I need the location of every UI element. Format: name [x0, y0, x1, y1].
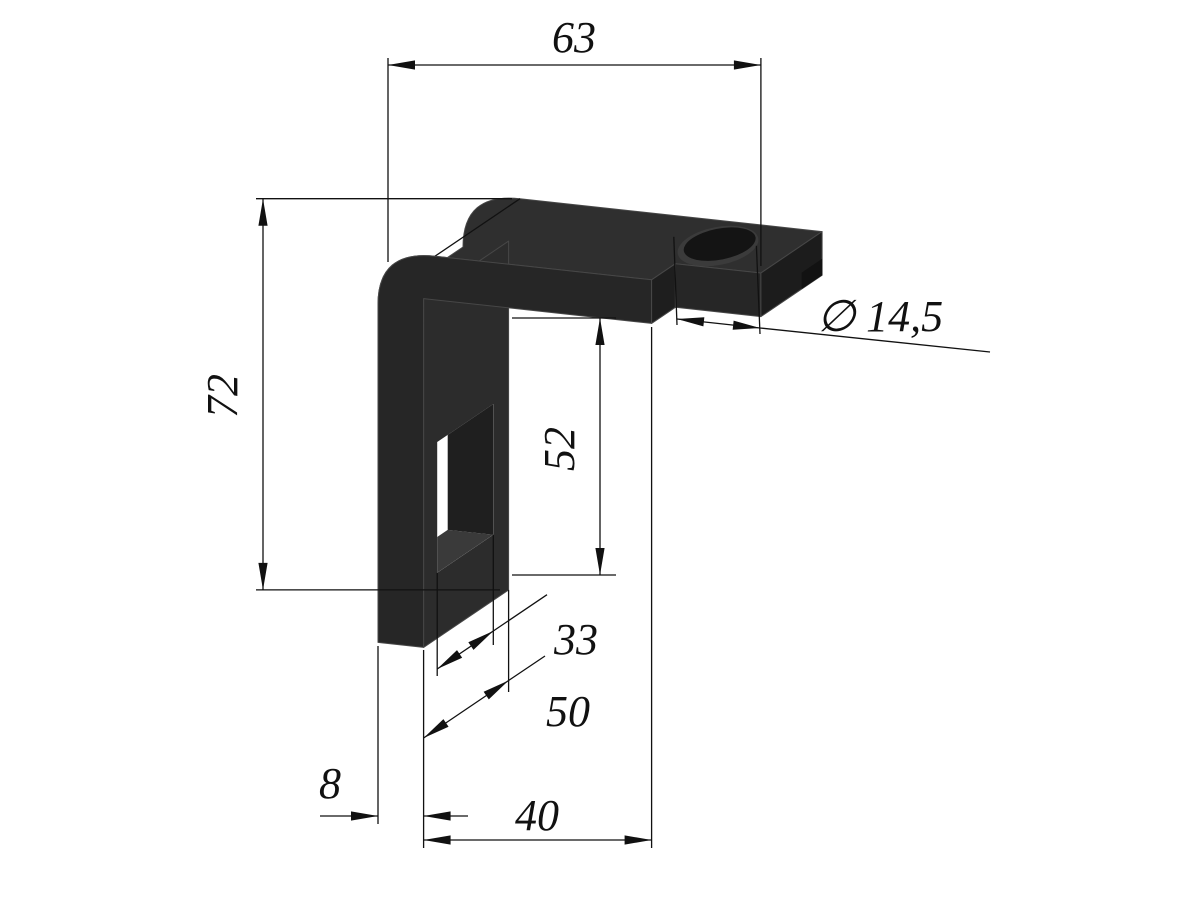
- mounting-hole: [677, 225, 759, 267]
- extension-line: [673, 236, 678, 326]
- bracket-front-face: [377, 255, 653, 648]
- dim-bottom-width-label: 40: [515, 791, 559, 840]
- plate-end-step: [801, 258, 823, 289]
- dim-thickness-label: 8: [319, 759, 341, 808]
- dimension-arrow: [423, 835, 451, 845]
- extension-line: [755, 245, 761, 335]
- dimension-72: 72: [198, 198, 512, 591]
- dimension-arrow: [595, 548, 605, 575]
- dimension-50: 50: [421, 589, 590, 742]
- dimension-arrow: [421, 719, 449, 742]
- fillet-seam-edge: [434, 198, 521, 257]
- cutout-inner-walls: [437, 404, 494, 573]
- dimension-63: 63: [387, 13, 762, 266]
- dimension-33: 33: [434, 534, 598, 676]
- dimension-arrow: [258, 562, 268, 590]
- dimension-line-extension: [492, 594, 548, 632]
- dim-cutout-width-label: 33: [553, 615, 598, 664]
- dimension-line-extension: [759, 327, 991, 353]
- dimension-line-extension: [508, 655, 546, 682]
- dimension-arrow: [676, 314, 705, 327]
- dimension-52: 52: [512, 317, 616, 576]
- dimensions: 63 72 52 33: [198, 13, 991, 848]
- notch-front-face: [674, 263, 762, 318]
- cutout-bottom-wall: [437, 529, 494, 573]
- dim-top-width-label: 63: [552, 13, 596, 62]
- dim-height-label: 72: [198, 374, 247, 418]
- dimension-arrow: [624, 835, 652, 845]
- dimension-8: 8: [319, 646, 468, 848]
- dim-inner-height-label: 52: [535, 427, 584, 471]
- dim-depth-label: 50: [546, 687, 590, 736]
- dim-hole-diameter-label: ∅ 14,5: [817, 292, 943, 341]
- dimension-arrow: [595, 318, 605, 345]
- cutout-back-wall: [447, 404, 494, 535]
- dimension-arrow: [434, 650, 463, 673]
- dimension-arrow: [468, 627, 496, 650]
- dimension-arrow: [351, 811, 378, 821]
- dimension-arrow: [258, 198, 268, 226]
- dimension-40: 40: [423, 327, 653, 848]
- dimension-arrow: [733, 60, 761, 70]
- dimension-arrow: [388, 60, 415, 70]
- dimension-arrow: [423, 811, 451, 821]
- dimension-hole-diameter: ∅ 14,5: [673, 236, 991, 353]
- dimension-arrow: [732, 320, 761, 333]
- bracket: [377, 197, 823, 648]
- dimension-arrow: [483, 676, 512, 700]
- hole-bore: [683, 227, 756, 261]
